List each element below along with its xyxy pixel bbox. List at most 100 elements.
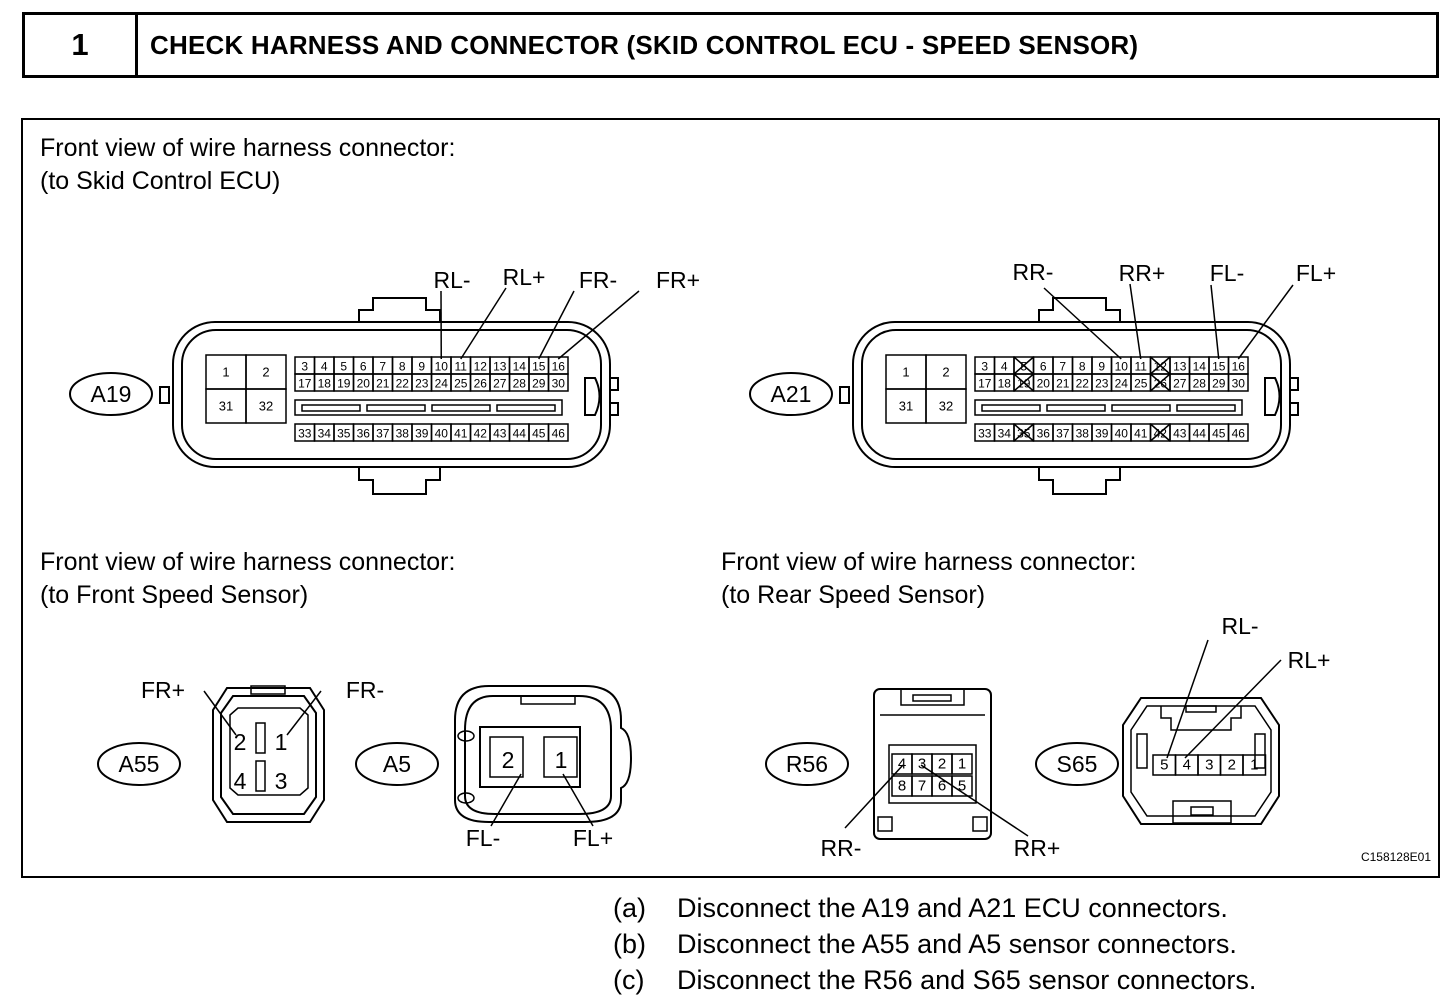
- s65-leader-2: [1184, 659, 1282, 759]
- a55-housing-inner: [220, 695, 317, 815]
- step-a: (a) Disconnect the A19 and A21 ECU conne…: [613, 890, 1256, 926]
- a21-pin-39: 39: [1095, 427, 1109, 441]
- a21-lock-slot-3: [1111, 404, 1171, 412]
- s65-top-key: [1160, 706, 1242, 731]
- a5-side-tab-top: [457, 730, 475, 742]
- s65-bottom-latch: [1172, 800, 1232, 824]
- a21-pin-43: 43: [1173, 427, 1187, 441]
- a55-pin-3: 3: [275, 768, 288, 794]
- a5-housing-inner: [464, 695, 612, 815]
- a5-top-latch: [520, 696, 576, 705]
- a19-pin-39: 39: [415, 427, 429, 441]
- a19-label-frminus: FR-: [579, 267, 617, 293]
- a5-pin-2: 2: [502, 747, 515, 773]
- a19-label-rlplus: RL+: [503, 264, 546, 290]
- a21-housing-inner: [861, 329, 1282, 460]
- a55-label-frminus: FR-: [346, 677, 384, 703]
- a21-left-tab: [839, 386, 850, 404]
- a21-pin-8: 8: [1079, 360, 1086, 374]
- a19-right-tab-b: [609, 402, 619, 416]
- s65-housing-inner: [1130, 705, 1272, 817]
- a21-pin-27: 27: [1173, 377, 1187, 391]
- a5-pin-1: 1: [555, 747, 568, 773]
- a55-cavity: [229, 707, 309, 796]
- a21-pin-14: 14: [1193, 360, 1207, 374]
- a21-label-flminus: FL-: [1210, 260, 1245, 286]
- a19-pin-43: 43: [493, 427, 507, 441]
- a19-pin-17: 17: [298, 377, 312, 391]
- a5-leader-1: [490, 773, 522, 827]
- a21-pin-12-cross: [1150, 356, 1171, 375]
- figure-code: C158128E01: [1361, 850, 1431, 864]
- step-a-mark: (a): [613, 892, 646, 923]
- a5-housing-outer: [454, 685, 633, 823]
- a21-pin-4: 4: [1001, 360, 1008, 374]
- a21-pin-26-cross: [1150, 373, 1171, 392]
- s65-pin-4: 4: [1183, 757, 1191, 774]
- a19-pin-37: 37: [376, 427, 390, 441]
- s65-id-oval-label: S65: [1057, 751, 1098, 777]
- r56-pin-8: 8: [898, 778, 906, 795]
- a21-pin-2: 2: [942, 365, 949, 380]
- a19-pin-44: 44: [513, 427, 527, 441]
- a21-pin-45: 45: [1212, 427, 1226, 441]
- a21-pin-23: 23: [1095, 377, 1109, 391]
- a19-pin-11: 11: [455, 360, 468, 374]
- a21-pin-35-cross: [1013, 423, 1034, 442]
- a21-pin-36: 36: [1037, 427, 1051, 441]
- a55-pin-2: 2: [234, 729, 247, 755]
- r56-pin-1-cell: [951, 753, 973, 775]
- a55-rib-top: [255, 722, 266, 754]
- a19-pin-14: 14: [513, 360, 527, 374]
- r56-housing: [873, 688, 992, 840]
- a19-leader-2: [460, 287, 507, 360]
- ecu-caption: Front view of wire harness connector: (t…: [40, 132, 455, 198]
- a19-pin-22: 22: [396, 377, 410, 391]
- a21-pin-7: 7: [1059, 360, 1066, 374]
- rear-sensor-caption: Front view of wire harness connector: (t…: [721, 546, 1136, 612]
- a21-lock-bar: [974, 399, 1243, 416]
- a19-pin-32-cell: [245, 388, 287, 424]
- s65-side-rib-left: [1136, 733, 1148, 769]
- a21-leader-2: [1129, 283, 1142, 360]
- a21-pin-32: 32: [939, 399, 953, 414]
- a55-housing-outer: [212, 687, 325, 823]
- a5-cavity: [479, 726, 581, 788]
- a19-housing-inner: [181, 329, 602, 460]
- a21-pin-10: 10: [1115, 360, 1129, 374]
- a21-pin-30-cell: [1227, 373, 1249, 392]
- a5-label-flplus: FL+: [573, 825, 613, 851]
- a19-pin-34: 34: [318, 427, 332, 441]
- step-title: CHECK HARNESS AND CONNECTOR (SKID CONTRO…: [150, 29, 1139, 60]
- a19-pin-28: 28: [513, 377, 527, 391]
- r56-id-oval: R56: [765, 742, 849, 786]
- s65-pin-2: 2: [1228, 757, 1236, 774]
- rear-sensor-caption-line1: Front view of wire harness connector:: [721, 548, 1137, 576]
- a19-pin-8: 8: [399, 360, 406, 374]
- a19-pin-42: 42: [474, 427, 488, 441]
- step-number: 1: [25, 15, 138, 75]
- a21-housing-outer: [852, 321, 1291, 468]
- s65-id-oval: S65: [1035, 742, 1119, 786]
- procedure-steps: (a) Disconnect the A19 and A21 ECU conne…: [613, 890, 1256, 998]
- a19-lock-slot-1: [301, 404, 361, 412]
- a19-pin-35: 35: [337, 427, 351, 441]
- a21-leader-4: [1237, 284, 1294, 360]
- a21-pin-9: 9: [1098, 360, 1105, 374]
- a21-bottom-latch: [1038, 467, 1121, 495]
- a21-pin-29: 29: [1212, 377, 1226, 391]
- s65-leader-1: [1166, 639, 1209, 759]
- a21-lock-slot-2: [1046, 404, 1106, 412]
- a19-housing-outer: [172, 321, 611, 468]
- step-b: (b) Disconnect the A55 and A5 sensor con…: [613, 926, 1256, 962]
- a21-pin-11: 11: [1135, 360, 1148, 374]
- a21-pin-32-cell: [925, 388, 967, 424]
- step-c: (c) Disconnect the R56 and S65 sensor co…: [613, 962, 1256, 998]
- r56-pin-6: 6: [938, 778, 946, 795]
- r56-label-rrplus: RR+: [1014, 835, 1061, 861]
- a19-pin-3: 3: [301, 360, 308, 374]
